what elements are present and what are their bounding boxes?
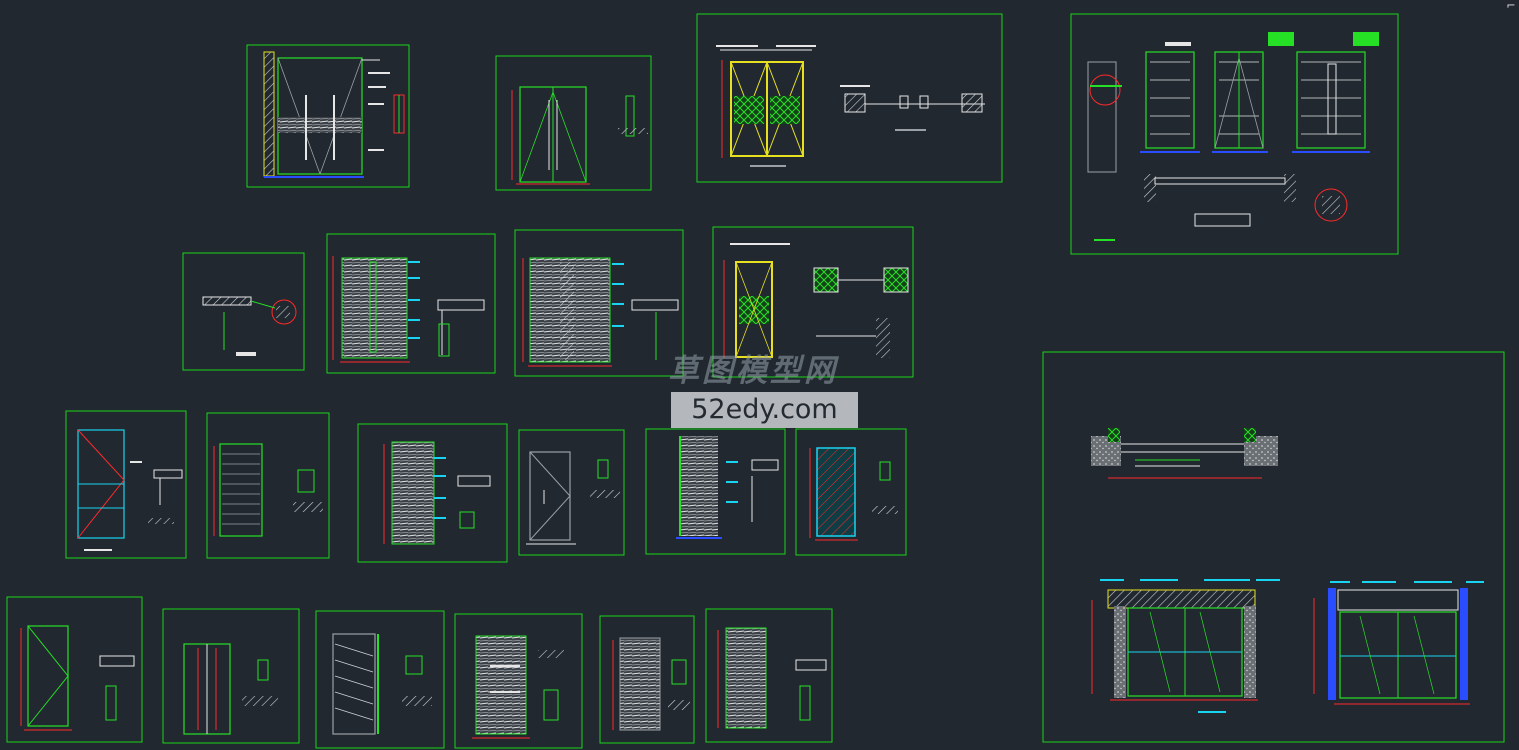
drawing-sheet-double-stile-door[interactable] — [162, 608, 300, 744]
drawing-sheet-double-door-frame[interactable] — [495, 55, 652, 191]
drawing-sheet-wood-grain-door[interactable] — [645, 428, 786, 555]
drawing-sheet-wood-door-3[interactable] — [357, 423, 508, 563]
drawing-sheet-cyan-panel-door[interactable] — [795, 428, 907, 556]
drawing-sheet-door-types-details[interactable] — [1070, 13, 1399, 255]
drawing-sheet-frame-door-cyan[interactable] — [65, 410, 187, 559]
drawing-sheet-slatted-door[interactable] — [315, 610, 445, 749]
drawing-sheet-wood-door-2[interactable] — [514, 229, 684, 377]
drawing-sheet-hinge-detail[interactable] — [182, 252, 305, 371]
drawing-sheet-glass-door-elevation[interactable] — [246, 44, 410, 188]
drawing-sheet-wood-door-4[interactable] — [705, 608, 833, 743]
drawing-sheet-glass-lattice-door[interactable] — [712, 226, 914, 378]
drawing-sheet-wood-door-1[interactable] — [326, 233, 496, 374]
drawing-sheet-single-door-swing[interactable] — [6, 596, 143, 743]
drawing-sheet-louver-door[interactable] — [206, 412, 330, 559]
drawing-sheet-panel-door-gray[interactable] — [599, 615, 695, 744]
drawing-sheet-storefront-elevations[interactable] — [1042, 351, 1505, 743]
drawing-sheet-single-door-diagonal[interactable] — [518, 429, 625, 556]
watermark-chinese: 草图模型网 — [668, 353, 838, 389]
restore-window-icon[interactable]: ⌐ — [1506, 0, 1516, 12]
drawing-sheet-glass-panel-door[interactable] — [696, 13, 1003, 183]
drawing-sheet-dark-wood-door[interactable] — [454, 613, 583, 749]
watermark-url: 52edy.com — [671, 392, 858, 428]
